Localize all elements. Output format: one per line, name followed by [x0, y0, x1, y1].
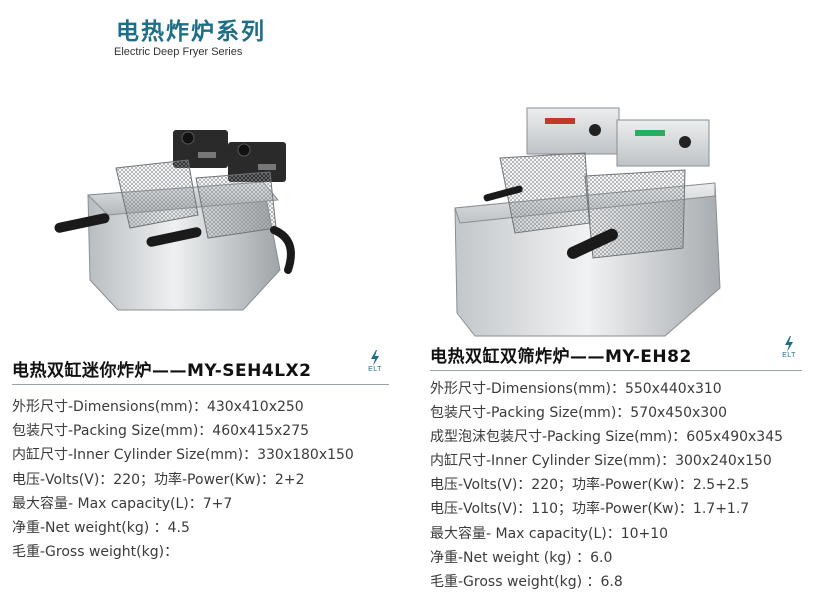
elt-badge-label: ELT — [782, 352, 796, 359]
spec-list-double-fryer: 外形尺寸-Dimensions(mm)：550x440x310 包装尺寸-Pac… — [430, 377, 783, 594]
spec-item: 电压-Volts(V)：220；功率-Power(Kw)：2.5+2.5 — [430, 477, 750, 494]
catalog-title: 电热炸炉系列 — [116, 19, 266, 45]
product-title-double-fryer: 电热双缸双筛炸炉——MY-EH82 — [430, 347, 692, 367]
spec-item: 电压-Volts(V)：110；功率-Power(Kw)：1.7+1.7 — [430, 501, 750, 518]
spec-item: 成型泡沫包装尺寸-Packing Size(mm)：605x490x345 — [430, 429, 784, 446]
elt-badge-label: ELT — [368, 366, 382, 373]
divider-left — [12, 384, 389, 385]
spec-item: 内缸尺寸-Inner Cylinder Size(mm)：300x240x150 — [430, 453, 772, 470]
spec-item: 毛重-Gross weight(kg)： — [12, 544, 179, 561]
catalog-subtitle: Electric Deep Fryer Series — [114, 46, 243, 58]
lightning-icon — [371, 350, 379, 366]
product-image-double-fryer — [454, 107, 721, 337]
elt-badge: ELT — [363, 350, 387, 374]
spec-item: 最大容量- Max capacity(L)：10+10 — [430, 525, 669, 542]
spec-item: 毛重-Gross weight(kg) ：6.8 — [430, 573, 623, 590]
spec-item: 电压-Volts(V)：220；功率-Power(Kw)：2+2 — [12, 471, 305, 488]
spec-item: 净重-Net weight (kg) ：6.0 — [430, 549, 613, 566]
divider-right — [430, 370, 802, 371]
product-title-mini-fryer: 电热双缸迷你炸炉——MY-SEH4LX2 — [12, 361, 312, 381]
spec-item: 内缸尺寸-Inner Cylinder Size(mm)：330x180x150 — [12, 447, 354, 464]
spec-list-mini-fryer: 外形尺寸-Dimensions(mm)：430x410x250 包装尺寸-Pac… — [12, 395, 354, 564]
spec-item: 包装尺寸-Packing Size(mm)：460x415x275 — [12, 423, 310, 440]
spec-item: 净重-Net weight(kg) ：4.5 — [12, 519, 190, 536]
spec-item: 包装尺寸-Packing Size(mm)：570x450x300 — [430, 405, 728, 422]
product-image-mini-fryer — [54, 130, 295, 311]
spec-item: 最大容量- Max capacity(L)：7+7 — [12, 495, 233, 512]
lightning-icon — [785, 336, 793, 352]
spec-item: 外形尺寸-Dimensions(mm)：430x410x250 — [12, 399, 304, 415]
spec-item: 外形尺寸-Dimensions(mm)：550x440x310 — [430, 381, 722, 397]
elt-badge: ELT — [777, 336, 801, 360]
